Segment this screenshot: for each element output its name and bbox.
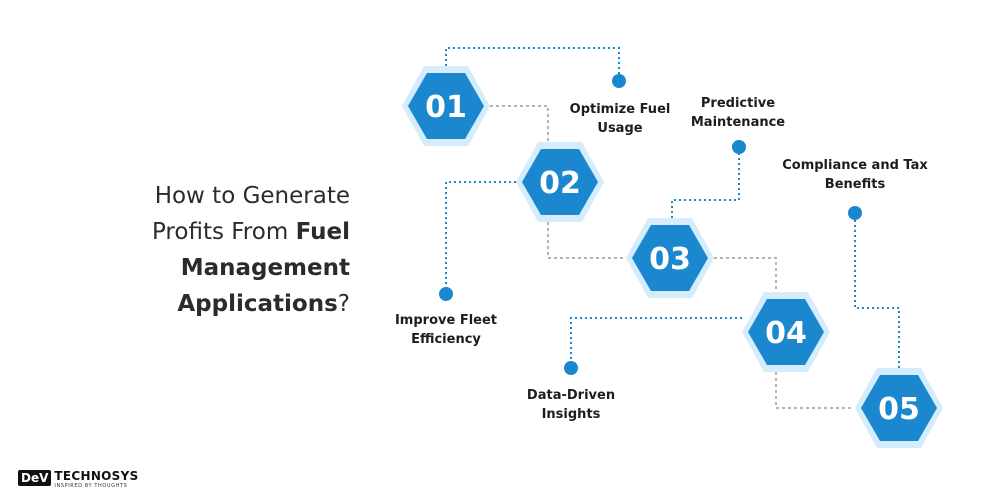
dot-04 [564, 361, 578, 375]
step-03-label-line2: Maintenance [690, 115, 786, 130]
dot-02 [439, 287, 453, 301]
page-title: How to Generate Profits From Fuel Manage… [78, 178, 350, 322]
title-bold-3: Management [180, 255, 350, 281]
step-04-label-line2: Insights [541, 407, 601, 422]
logo-tagline: INSPIRED BY THOUGHTS [54, 483, 128, 489]
step-02-number: 02 [539, 166, 581, 201]
leader-05 [854, 213, 900, 368]
connector-04-05 [775, 372, 852, 409]
step-01-label: Optimize Fuel Usage [535, 100, 705, 138]
step-03-label-line1: Predictive [700, 96, 776, 111]
logo-name: TECHNOSYS [54, 469, 139, 483]
leader-01 [445, 47, 620, 80]
step-03-number: 03 [649, 242, 691, 277]
step-02-hexagon: 02 [516, 142, 604, 222]
step-02-label: Improve Fleet Efficiency [361, 311, 531, 349]
title-line-2: Profits From Fuel [78, 214, 350, 250]
step-04-number: 04 [765, 316, 807, 351]
step-02-label-line2: Efficiency [411, 332, 481, 347]
title-bold-4: Applications [177, 291, 338, 317]
dot-05 [848, 206, 862, 220]
title-bold-2: Fuel [295, 219, 350, 245]
step-01-label-line2: Usage [597, 121, 643, 136]
leader-02 [445, 181, 516, 294]
title-text-1: How to Generate [154, 183, 350, 209]
step-04-label: Data-Driven Insights [486, 386, 656, 424]
dot-03 [732, 140, 746, 154]
title-line-3: Management [78, 250, 350, 286]
leader-03 [671, 147, 740, 218]
step-02-label-line1: Improve Fleet [394, 313, 498, 328]
connector-03-04 [714, 257, 777, 292]
step-05-label: Compliance and Tax Benefits [770, 156, 940, 194]
step-01-hexagon: 01 [402, 66, 490, 146]
step-05-number: 05 [878, 392, 920, 427]
leader-04 [570, 317, 742, 368]
step-05-label-line1: Compliance and Tax [782, 158, 928, 173]
step-01-number: 01 [425, 90, 467, 125]
logo-text: TECHNOSYS INSPIRED BY THOUGHTS [54, 469, 139, 490]
brand-logo: DeV TECHNOSYS INSPIRED BY THOUGHTS [18, 470, 139, 492]
step-01-label-line1: Optimize Fuel [569, 102, 671, 117]
step-05-label-line2: Benefits [824, 177, 886, 192]
connector-02-03 [547, 222, 626, 259]
step-04-label-line1: Data-Driven [526, 388, 616, 403]
title-line-1: How to Generate [78, 178, 350, 214]
step-03-hexagon: 03 [626, 218, 714, 298]
step-03-label: Predictive Maintenance [653, 94, 823, 132]
title-question-mark: ? [337, 291, 350, 317]
title-text-2: Profits From [151, 219, 289, 245]
dot-01 [612, 74, 626, 88]
connector-01-02 [490, 105, 549, 142]
step-04-hexagon: 04 [742, 292, 830, 372]
step-05-hexagon: 05 [855, 368, 943, 448]
title-line-4: Applications? [78, 286, 350, 322]
logo-mark: DeV [18, 470, 52, 486]
